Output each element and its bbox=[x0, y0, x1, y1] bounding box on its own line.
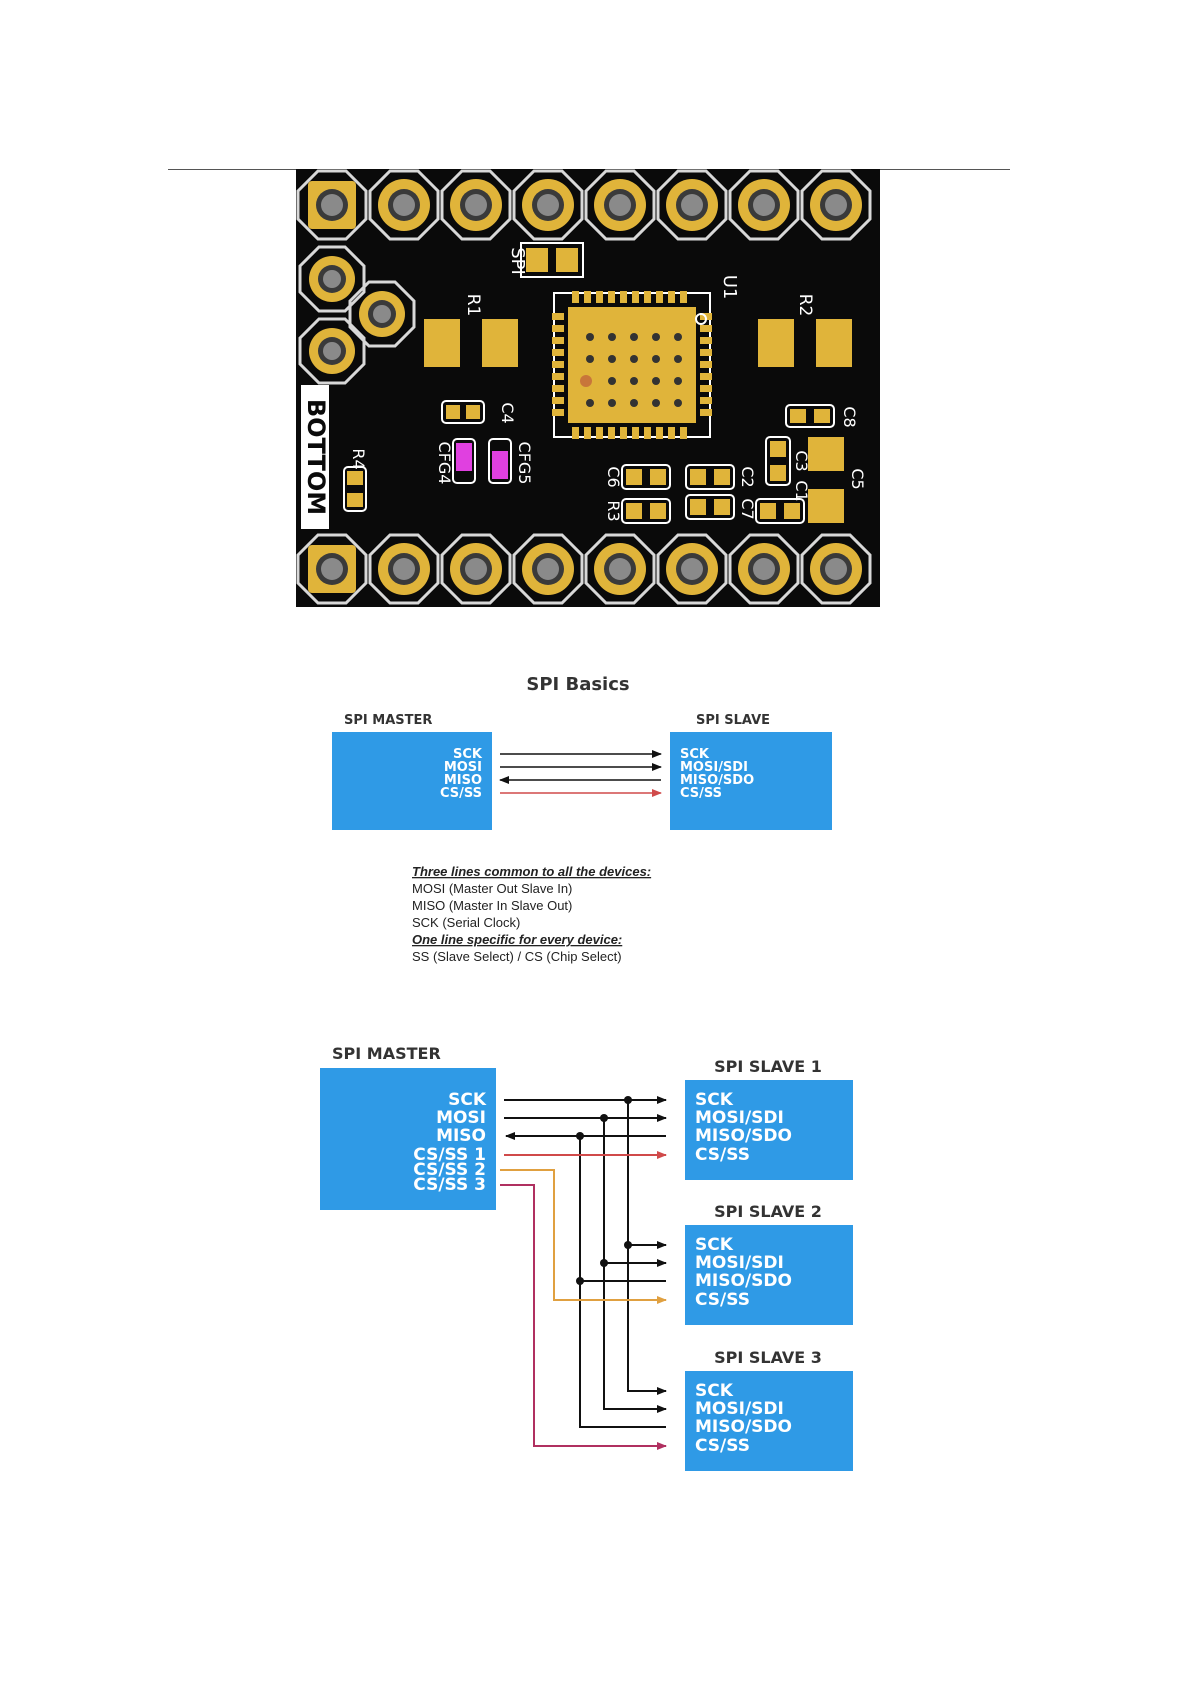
basics-master-box bbox=[332, 732, 492, 830]
basics-title: SPI Basics bbox=[526, 674, 629, 695]
multi-slave-pin: MISO/SDO bbox=[695, 1417, 792, 1437]
basics-note-heading: One line specific for every device: bbox=[412, 932, 622, 947]
multi-slave-title: SPI SLAVE 2 bbox=[714, 1202, 822, 1221]
multi-master-box bbox=[320, 1068, 496, 1210]
multi-slave-box bbox=[685, 1225, 853, 1325]
pcb-label-c4: C4 bbox=[498, 402, 517, 423]
multi-master-pin: SCK bbox=[448, 1090, 487, 1110]
pcb-label-r1: R1 bbox=[463, 294, 483, 317]
pcb-label-c5: C5 bbox=[848, 468, 867, 489]
spi-multi-slave-diagram: SPI MASTER SCK MOSI MISO CS/SS 1 CS/SS 2… bbox=[320, 1044, 853, 1471]
basics-slave-pin: MOSI/SDI bbox=[680, 760, 748, 775]
basics-slave-box bbox=[670, 732, 832, 830]
multi-master-pin: CS/SS 1 bbox=[413, 1145, 486, 1165]
multi-slave-box bbox=[685, 1080, 853, 1180]
pcb-label-cfg5: CFG5 bbox=[515, 442, 534, 485]
pcb-header-left bbox=[298, 245, 416, 385]
multi-bus-wiring bbox=[500, 1096, 667, 1450]
basics-master-pin: MISO bbox=[444, 773, 482, 788]
pcb-header-bottom bbox=[296, 533, 872, 605]
basics-slave-pin: CS/SS bbox=[680, 786, 722, 801]
pcb-label-c8: C8 bbox=[840, 406, 859, 427]
basics-note-line: SS (Slave Select) / CS (Chip Select) bbox=[412, 949, 622, 964]
basics-slave-pin: SCK bbox=[680, 747, 710, 762]
multi-slave-pin: MOSI/SDI bbox=[695, 1253, 784, 1273]
basics-master-pin: MOSI bbox=[444, 760, 482, 775]
multi-slave-pin: SCK bbox=[695, 1090, 734, 1110]
multi-master-pin: CS/SS 2 bbox=[413, 1160, 486, 1180]
multi-master-pin: CS/SS 3 bbox=[413, 1175, 486, 1195]
pcb-label-c1: C1 bbox=[792, 480, 811, 501]
pcb-label-c3: C3 bbox=[792, 450, 811, 471]
multi-slave-box bbox=[685, 1371, 853, 1471]
multi-master-pin: MOSI bbox=[436, 1108, 486, 1128]
multi-slave-pin: SCK bbox=[695, 1235, 734, 1255]
multi-slave-pin: MOSI/SDI bbox=[695, 1399, 784, 1419]
multi-slave-pin: MOSI/SDI bbox=[695, 1108, 784, 1128]
multi-bus-junctions bbox=[576, 1096, 632, 1285]
pcb-label-r4: R4 bbox=[349, 448, 368, 469]
basics-note-line: MISO (Master In Slave Out) bbox=[412, 898, 572, 913]
pcb-board-image: SPI U1 R1 R2 C4 CFG4 CFG5 R4 C6 R3 C2 C7… bbox=[296, 169, 880, 607]
multi-slave-pin: CS/SS bbox=[695, 1436, 750, 1456]
multi-slave-title: SPI SLAVE 1 bbox=[714, 1057, 822, 1076]
pcb-label-c7: C7 bbox=[738, 498, 757, 519]
basics-note-line: MOSI (Master Out Slave In) bbox=[412, 881, 572, 896]
pcb-label-c2: C2 bbox=[738, 466, 757, 487]
pcb-label-spi: SPI bbox=[507, 247, 528, 275]
basics-slave-pin: MISO/SDO bbox=[680, 773, 754, 788]
multi-slave-pin: CS/SS bbox=[695, 1145, 750, 1165]
spi-basics-diagram: SPI Basics SPI MASTER SPI SLAVE SCK MOSI… bbox=[332, 674, 832, 964]
pcb-label-r2: R2 bbox=[795, 294, 815, 317]
pcb-label-cfg4: CFG4 bbox=[435, 442, 454, 485]
basics-master-pin: SCK bbox=[453, 747, 483, 762]
multi-slave-pin: SCK bbox=[695, 1381, 734, 1401]
multi-master-pin: MISO bbox=[436, 1126, 486, 1146]
multi-slave-pin: CS/SS bbox=[695, 1290, 750, 1310]
basics-note-line: SCK (Serial Clock) bbox=[412, 915, 520, 930]
pcb-label-u1: U1 bbox=[719, 275, 740, 300]
basics-note-heading: Three lines common to all the devices: bbox=[412, 864, 651, 879]
multi-slave-pin: MISO/SDO bbox=[695, 1126, 792, 1146]
pcb-label-r3: R3 bbox=[604, 500, 623, 521]
multi-master-title: SPI MASTER bbox=[332, 1044, 441, 1063]
pcb-label-c6: C6 bbox=[604, 466, 623, 487]
basics-master-pin: CS/SS bbox=[440, 786, 482, 801]
pcb-header-top bbox=[296, 169, 872, 241]
multi-slave-pin: MISO/SDO bbox=[695, 1271, 792, 1291]
basics-master-title: SPI MASTER bbox=[344, 713, 432, 728]
pcb-label-bottom: BOTTOM bbox=[302, 399, 330, 515]
basics-slave-title: SPI SLAVE bbox=[696, 713, 770, 728]
multi-slave-title: SPI SLAVE 3 bbox=[714, 1348, 822, 1367]
pcb-chip-u1 bbox=[552, 291, 712, 439]
